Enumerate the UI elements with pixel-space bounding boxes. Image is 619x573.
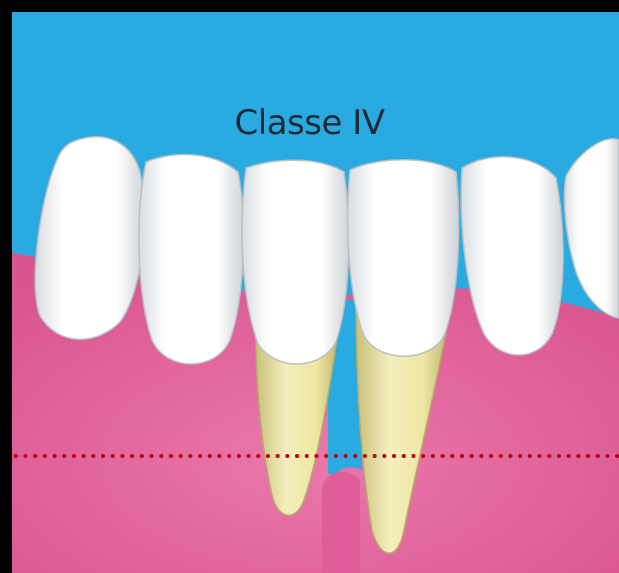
- tooth-crown-left-central: [242, 160, 349, 364]
- papilla-remnant: [322, 471, 360, 573]
- diagram-title: Classe IV: [0, 103, 619, 143]
- tooth-crown-left-lateral: [139, 155, 244, 364]
- frame-left: [0, 0, 12, 573]
- frame-top: [0, 0, 619, 12]
- tooth-crown-right-central: [348, 160, 459, 357]
